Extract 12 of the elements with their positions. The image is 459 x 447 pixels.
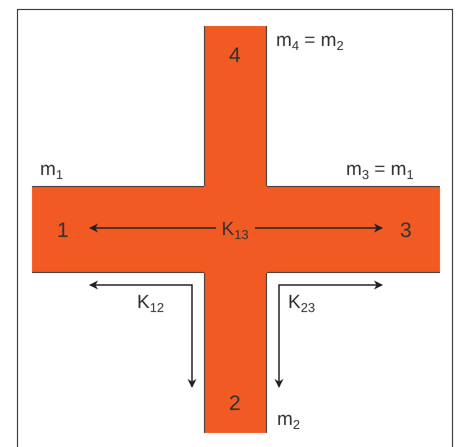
mass-label: m$_{4}$ = m$_{2}$ [276,31,344,50]
port-number: 4 [229,45,241,66]
mass-label: m$_{3}$ = m$_{1}$ [346,160,414,179]
port-number: 1 [57,220,69,241]
mass-label: m$_{1}$ [40,160,64,179]
edge-label: K$_{12}$ [137,293,164,312]
edge-label: K$_{23}$ [288,293,316,312]
double-arrow [274,280,383,388]
port-number: 3 [400,220,412,241]
mass-label: m$_{2}$ [277,410,300,429]
double-arrow [89,280,196,388]
port-number: 2 [229,393,241,414]
